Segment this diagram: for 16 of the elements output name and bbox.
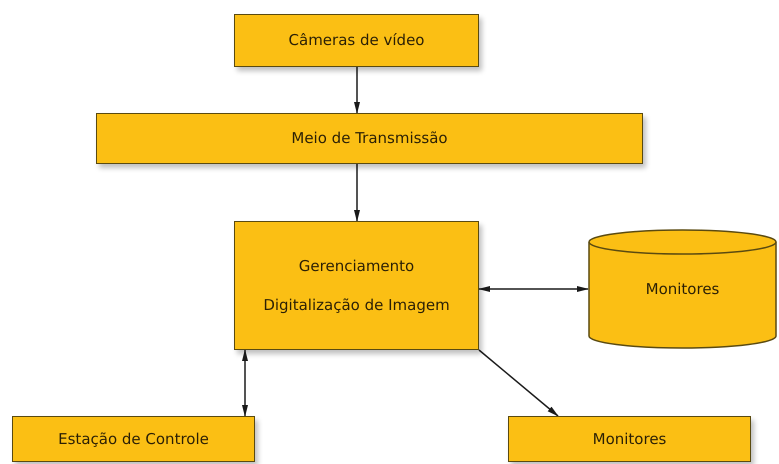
process-box bbox=[234, 14, 479, 67]
process-box bbox=[12, 416, 255, 462]
arrow bbox=[354, 67, 360, 114]
node-label: Monitores bbox=[592, 428, 666, 450]
process-box bbox=[96, 113, 643, 164]
node-label: Câmeras de vídeo bbox=[288, 30, 424, 51]
arrow bbox=[354, 164, 360, 222]
process-box bbox=[234, 221, 479, 350]
arrow bbox=[478, 286, 589, 292]
arrow bbox=[242, 349, 248, 417]
node-label: Digitalização de Imagem bbox=[263, 294, 450, 315]
arrow bbox=[478, 349, 559, 417]
process-box bbox=[508, 416, 751, 462]
node-label: Meio de Transmissão bbox=[291, 128, 448, 149]
node-label: Estação de Controle bbox=[58, 428, 209, 450]
node-label: Gerenciamento bbox=[298, 256, 414, 276]
